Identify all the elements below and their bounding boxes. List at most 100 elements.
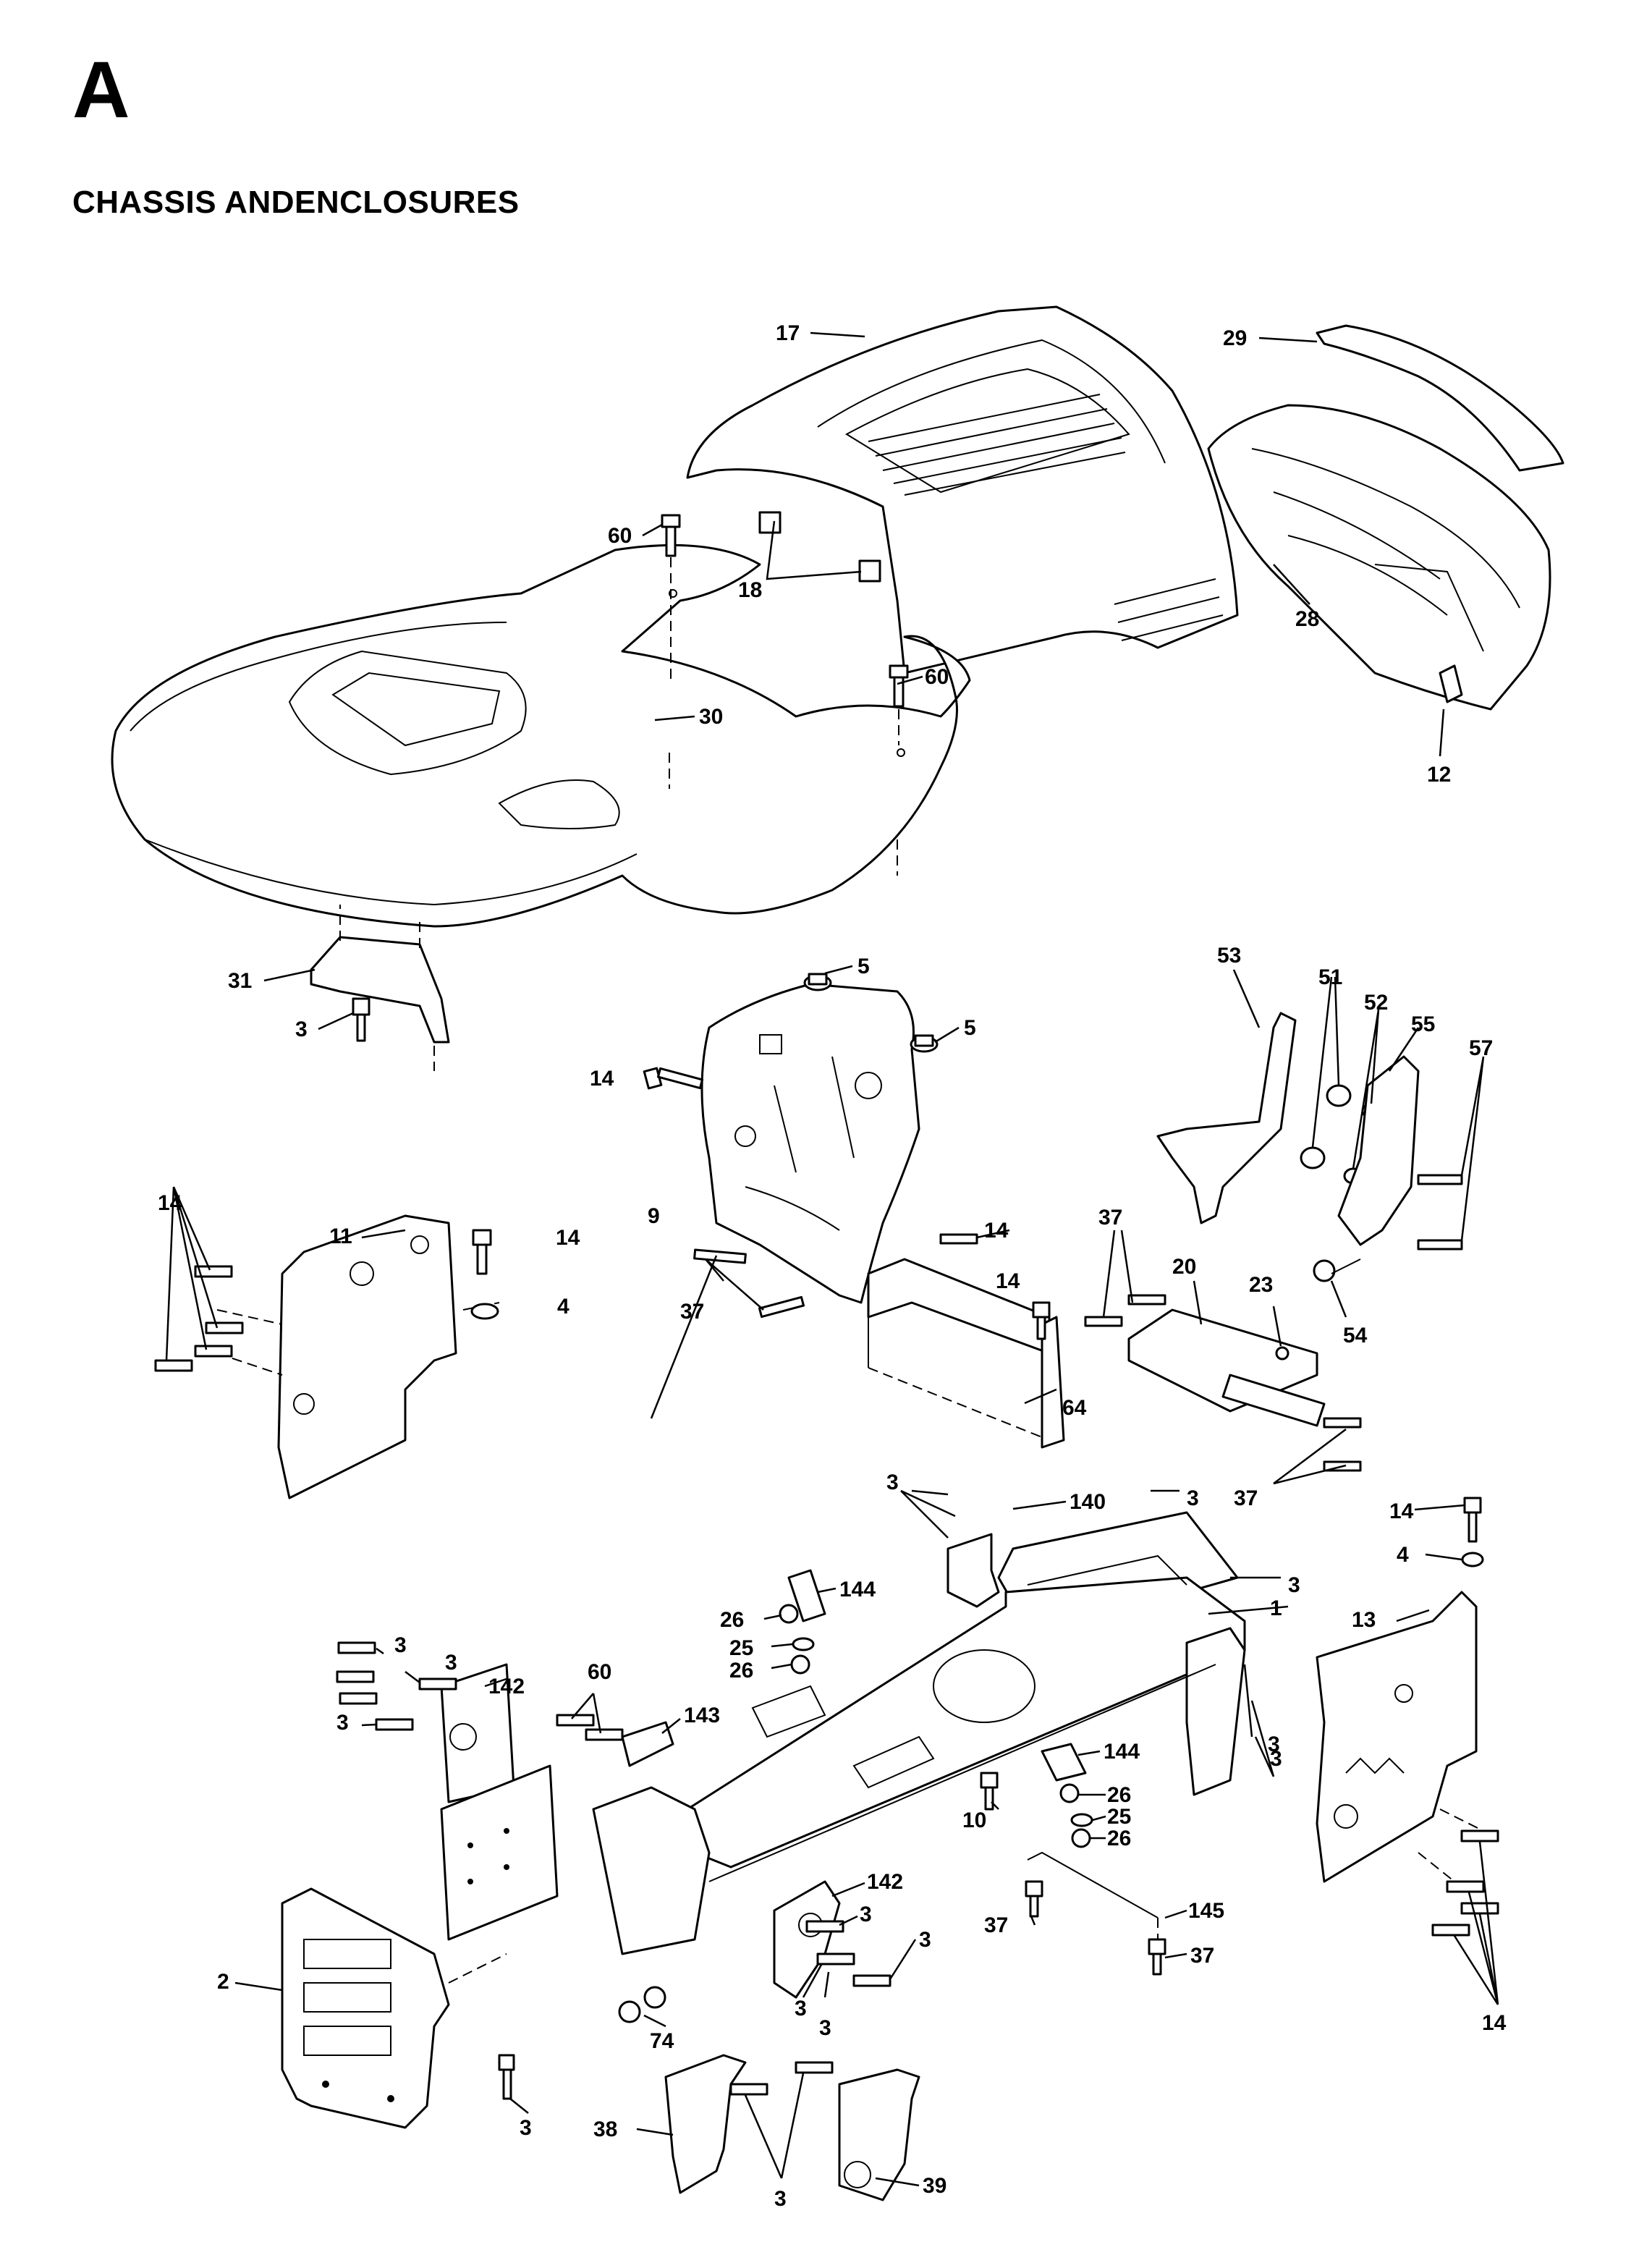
bolt-14 (194, 1345, 233, 1358)
callout-3: 3 (1270, 1747, 1282, 1771)
callout-3: 3 (919, 1928, 931, 1952)
left-side-panel-part (216, 1214, 500, 1499)
callout-1: 1 (1270, 1596, 1282, 1620)
front-grille-part (1207, 404, 1551, 711)
callout-28: 28 (1295, 607, 1319, 631)
bolt-14 (1460, 1902, 1499, 1915)
nut-26 (1071, 1828, 1091, 1848)
mount-plate-part (1127, 1308, 1326, 1427)
washer-25 (792, 1637, 815, 1651)
callout-labels: 17 29 60 18 60 30 28 12 31 3 5 5 53 51 5… (158, 321, 1507, 2211)
callout-14: 14 (590, 1067, 614, 1091)
bolt-3 (816, 1952, 855, 1966)
nut-26 (779, 1604, 799, 1624)
bolt-60-upper (661, 514, 681, 680)
seat-bracket-part (310, 905, 450, 1071)
bolt-60 (556, 1714, 595, 1727)
knob-54 (1313, 1258, 1361, 1282)
callout-144: 144 (839, 1578, 876, 1601)
bolt-14 (939, 1233, 978, 1245)
callout-11: 11 (329, 1224, 352, 1248)
bolt-37 (1127, 1294, 1166, 1306)
plug-5 (910, 1034, 939, 1053)
latch-bracket-part (1439, 664, 1463, 703)
bolt-10 (980, 1772, 999, 1811)
callout-31: 31 (228, 969, 252, 993)
washer-4 (470, 1303, 499, 1320)
bolt-3 (352, 997, 370, 1042)
callout-140: 140 (1070, 1490, 1106, 1514)
callout-25: 25 (1107, 1805, 1131, 1829)
callout-37: 37 (1234, 1486, 1258, 1510)
callout-3: 3 (295, 1017, 308, 1041)
leader-lines (165, 331, 1499, 2187)
section-letter: A (72, 46, 130, 135)
bolt-14 (1460, 1829, 1499, 1842)
callout-5: 5 (857, 955, 870, 978)
callout-17: 17 (776, 321, 800, 345)
bolt-3 (418, 1677, 457, 1691)
cross-bracket-140 (946, 1533, 1000, 1608)
bolt-3 (729, 2083, 768, 2096)
grille-trim-part (1316, 324, 1564, 472)
callout-26: 26 (720, 1608, 744, 1632)
bolt-3 (852, 1974, 892, 1987)
callout-10: 10 (962, 1808, 986, 1832)
bracket-143 (621, 1721, 674, 1767)
callout-14: 14 (996, 1269, 1020, 1293)
nut-74 (643, 1986, 666, 2009)
pedal-bracket-part (1156, 1012, 1297, 1224)
main-frame-part (592, 1511, 1246, 1955)
bolt-57 (1417, 1174, 1463, 1185)
callout-64: 64 (1062, 1396, 1087, 1420)
callout-3: 3 (860, 1903, 872, 1926)
bolt-37 (693, 1248, 805, 1319)
bolt-57 (1417, 1239, 1463, 1251)
callout-37: 37 (984, 1913, 1008, 1937)
callout-52: 52 (1364, 991, 1388, 1015)
callout-60: 60 (588, 1660, 611, 1684)
callout-14: 14 (556, 1226, 580, 1250)
pedal-arm-part (1337, 1055, 1420, 1246)
bolt-37 (1323, 1417, 1362, 1429)
callout-29: 29 (1223, 326, 1247, 350)
bolt-14 (1463, 1497, 1482, 1543)
callout-3: 3 (1187, 1486, 1199, 1510)
callout-3: 3 (774, 2187, 787, 2211)
callout-144: 144 (1104, 1740, 1140, 1764)
callout-143: 143 (684, 1704, 720, 1727)
callout-26: 26 (1107, 1827, 1131, 1850)
callout-60: 60 (925, 665, 949, 689)
callout-14: 14 (158, 1191, 182, 1215)
right-side-panel-part (1316, 1591, 1484, 1883)
callout-30: 30 (699, 705, 723, 729)
callout-3: 3 (336, 1711, 349, 1735)
callout-38: 38 (593, 2117, 617, 2141)
bolt-14 (643, 1067, 704, 1090)
callout-3: 3 (394, 1633, 407, 1657)
bolt-3 (498, 2054, 515, 2100)
bolt-14 (194, 1265, 233, 1278)
callout-26: 26 (729, 1659, 753, 1683)
callout-53: 53 (1217, 944, 1241, 968)
callout-4: 4 (557, 1295, 569, 1319)
nut-23 (1275, 1346, 1289, 1361)
hood-part (686, 305, 1239, 674)
bracket-144 (1041, 1743, 1087, 1782)
callout-14: 14 (1482, 2011, 1507, 2035)
section-title: CHASSIS ANDENCLOSURES (72, 185, 520, 220)
callout-54: 54 (1343, 1324, 1368, 1347)
bolt-3 (805, 1920, 844, 1933)
nut-26 (790, 1654, 810, 1675)
callout-37: 37 (680, 1300, 704, 1324)
fender-deck-part (111, 543, 971, 928)
pedal-box-part (867, 1258, 1065, 1449)
bolt-60-right (889, 664, 909, 745)
bolt-3 (336, 1670, 375, 1683)
nut-51 (1326, 1084, 1352, 1107)
bracket-38 (664, 2054, 747, 2194)
bolt-14 (1431, 1924, 1470, 1937)
callout-4: 4 (1397, 1543, 1409, 1567)
washer-25 (1070, 1813, 1093, 1827)
